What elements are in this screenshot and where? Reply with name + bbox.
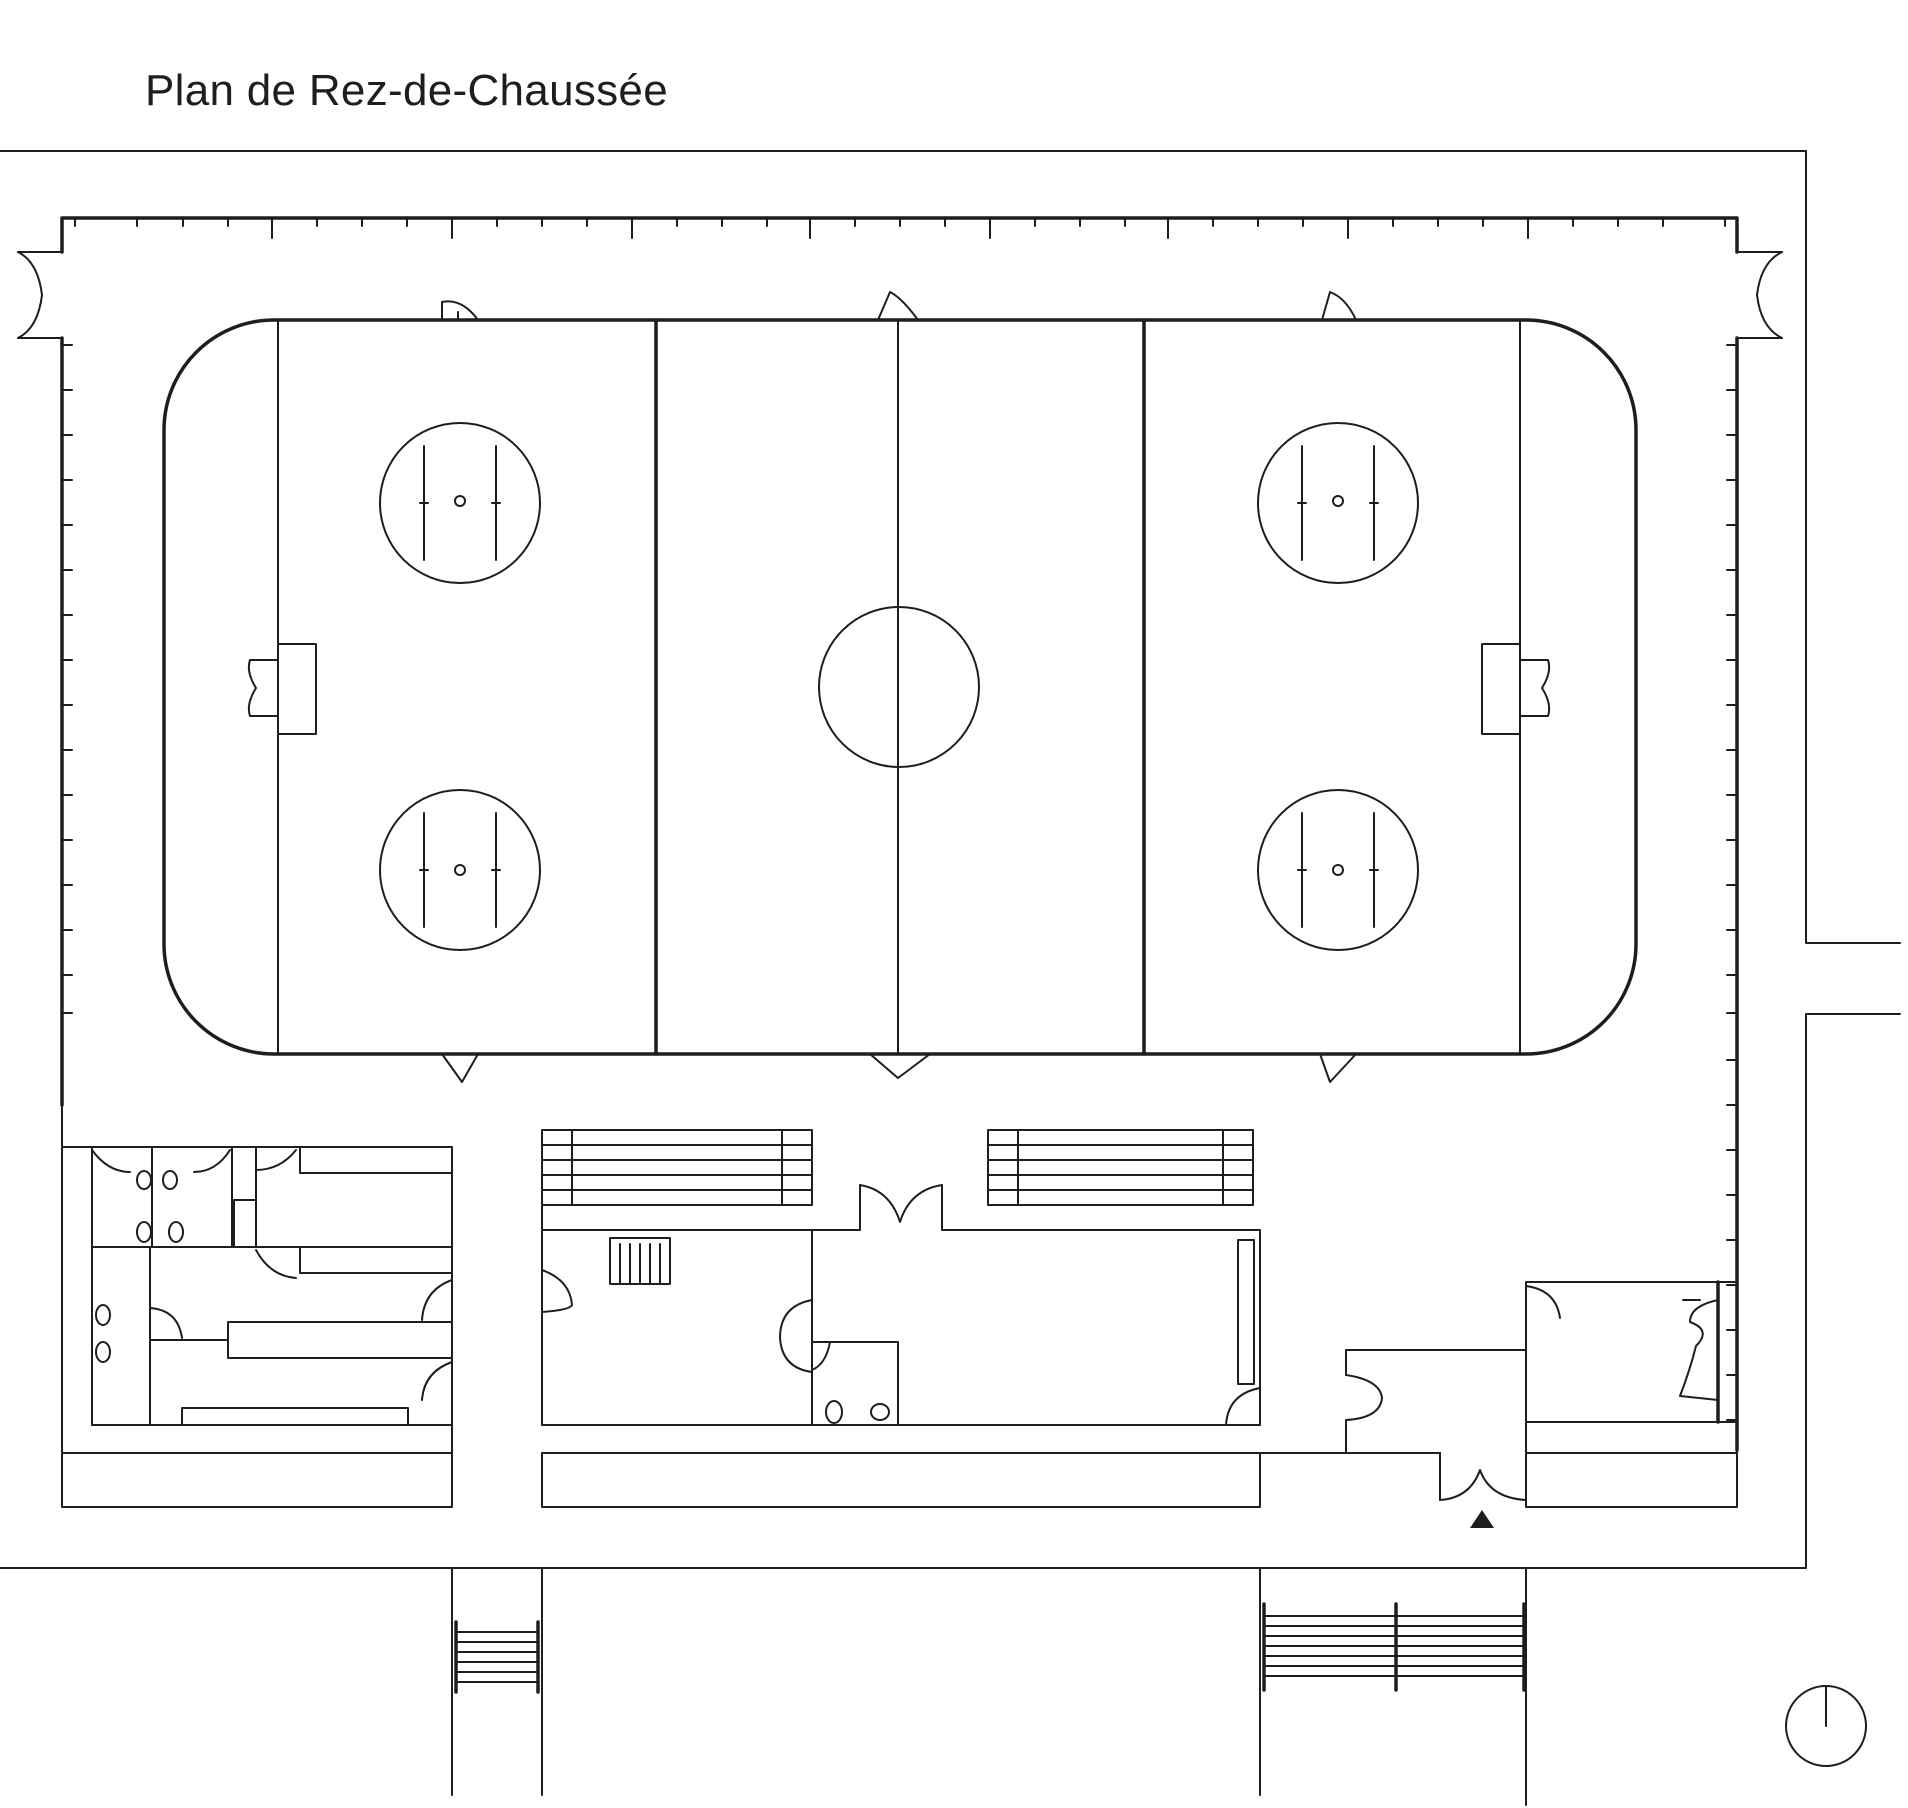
- faceoff-circle-nw: [379, 422, 541, 584]
- left-wall-ticks: [61, 344, 73, 1014]
- south-wings: [451, 1567, 1527, 1806]
- bleachers-west: [541, 1129, 813, 1206]
- east-double-door: [1736, 251, 1783, 339]
- center-faceoff-circle: [818, 606, 980, 768]
- stair-west: [454, 1620, 540, 1694]
- central-block: [541, 1129, 1261, 1426]
- stair-east: [1262, 1602, 1526, 1692]
- changing-rooms-block: [61, 1146, 453, 1454]
- right-wall-ticks: [1726, 344, 1738, 1421]
- rink-boards: [162, 318, 1638, 1056]
- ice-rink: [162, 291, 1638, 1083]
- entrance-double-door: [1439, 1452, 1527, 1501]
- toilet-fixtures: [95, 1170, 184, 1363]
- bleachers-east: [987, 1129, 1254, 1206]
- site-boundary: [0, 150, 1901, 1569]
- north-arrow-icon: [1785, 1685, 1867, 1767]
- building-outer-wall: [60, 216, 1739, 1508]
- goal-west: [247, 643, 317, 735]
- rink-gates: [441, 291, 1357, 1083]
- top-wall-ticks: [74, 217, 1726, 239]
- central-double-door: [859, 1184, 943, 1231]
- west-double-door: [17, 251, 63, 339]
- faceoff-circle-ne: [1257, 422, 1419, 584]
- goal-east: [1481, 643, 1551, 735]
- faceoff-circle-sw: [379, 789, 541, 951]
- east-lobby: [1259, 1280, 1738, 1501]
- faceoff-circle-se: [1257, 789, 1419, 951]
- stair-small: [609, 1237, 671, 1285]
- column-ticks: [61, 217, 1738, 1421]
- entrance-triangle-icon: [1470, 1510, 1494, 1528]
- plan-title: Plan de Rez-de-Chaussée: [145, 66, 668, 115]
